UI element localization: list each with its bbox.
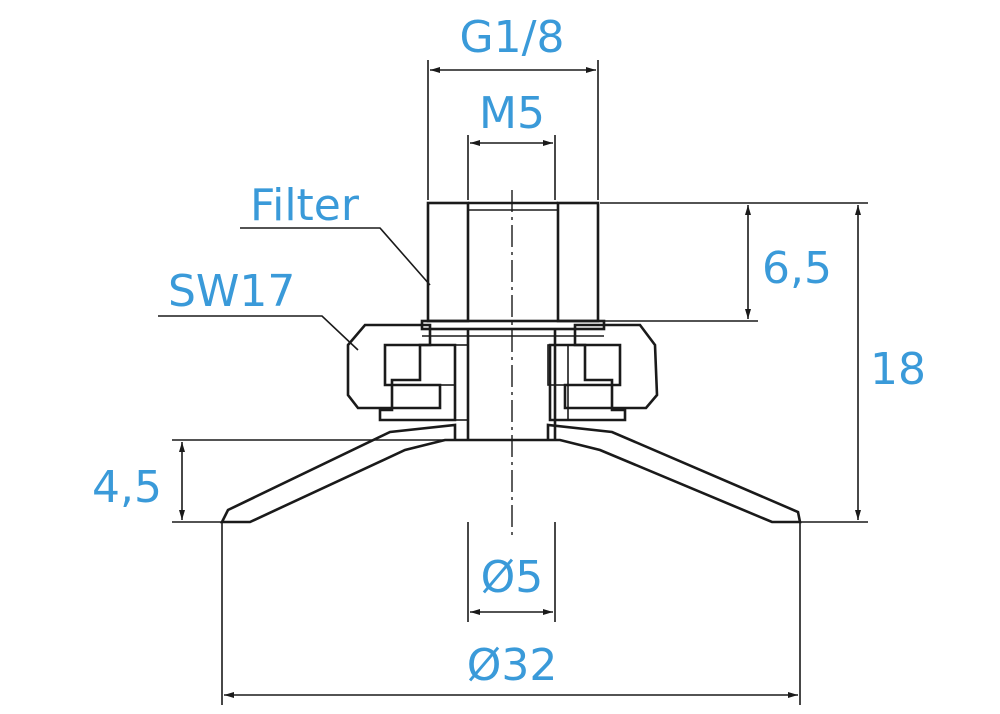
label-4-5: 4,5 — [92, 462, 162, 513]
dim-4-5 — [172, 439, 455, 523]
label-sw17: SW17 — [168, 266, 295, 317]
label-m5: M5 — [479, 88, 545, 139]
label-18: 18 — [870, 344, 926, 395]
leader-sw17 — [158, 315, 359, 351]
filter-disc — [420, 319, 606, 337]
dim-d32 — [221, 522, 801, 705]
dim-d5 — [467, 522, 556, 622]
dim-18 — [800, 205, 868, 523]
label-d5: Ø5 — [481, 552, 544, 603]
label-d32: Ø32 — [467, 640, 558, 691]
dim-6-5 — [600, 202, 868, 322]
leader-filter — [240, 227, 431, 286]
bore — [454, 330, 569, 440]
nut-insert-right — [547, 344, 621, 386]
hex-nut — [346, 323, 659, 410]
label-g18: G1/8 — [460, 12, 565, 63]
label-filter: Filter — [250, 180, 360, 231]
threaded-fitting — [426, 201, 600, 323]
dim-g18 — [427, 60, 599, 200]
suction-cup-lip — [219, 423, 802, 524]
dim-m5 — [467, 135, 556, 200]
label-6-5: 6,5 — [762, 243, 832, 294]
